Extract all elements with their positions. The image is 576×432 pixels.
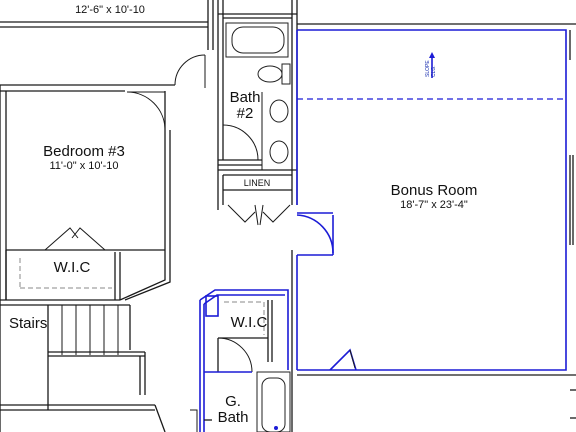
linen-label: LINEN bbox=[244, 178, 271, 188]
stairs-label: Stairs bbox=[9, 315, 47, 332]
slope-ceiling-label-line2: CLG. bbox=[431, 65, 437, 77]
wic-center-label: W.I.C bbox=[231, 314, 268, 331]
slope-ceiling-label-line1: SLOPE bbox=[425, 60, 431, 77]
stairs bbox=[0, 304, 166, 432]
bath-2-label-line2: #2 bbox=[237, 105, 254, 122]
bedroom-3-name: Bedroom #3 bbox=[43, 143, 125, 160]
guest-bath-label-line2: Bath bbox=[218, 409, 249, 426]
bonus-room bbox=[291, 23, 576, 432]
wic-left bbox=[0, 250, 171, 301]
bedroom-2-dims: 12'-6" x 10'-10 bbox=[75, 4, 145, 16]
bedroom-3 bbox=[0, 85, 171, 432]
guest-bath-label-line1: G. bbox=[225, 393, 241, 410]
bonus-room-dims: 18'-7" x 23'-4" bbox=[400, 199, 468, 211]
guest-bath bbox=[190, 371, 291, 432]
wic-left-label: W.I.C bbox=[54, 259, 91, 276]
linen-closet bbox=[218, 169, 297, 226]
center-wic bbox=[199, 289, 289, 432]
bedroom-door-swing bbox=[174, 54, 206, 88]
bath-2 bbox=[217, 0, 298, 210]
bath-2-label-line1: Bath bbox=[230, 89, 261, 106]
bedroom-3-dims: 11'-0" x 10'-10 bbox=[49, 160, 118, 172]
bonus-room-name: Bonus Room bbox=[391, 182, 478, 199]
bedroom-2-area bbox=[0, 0, 214, 92]
